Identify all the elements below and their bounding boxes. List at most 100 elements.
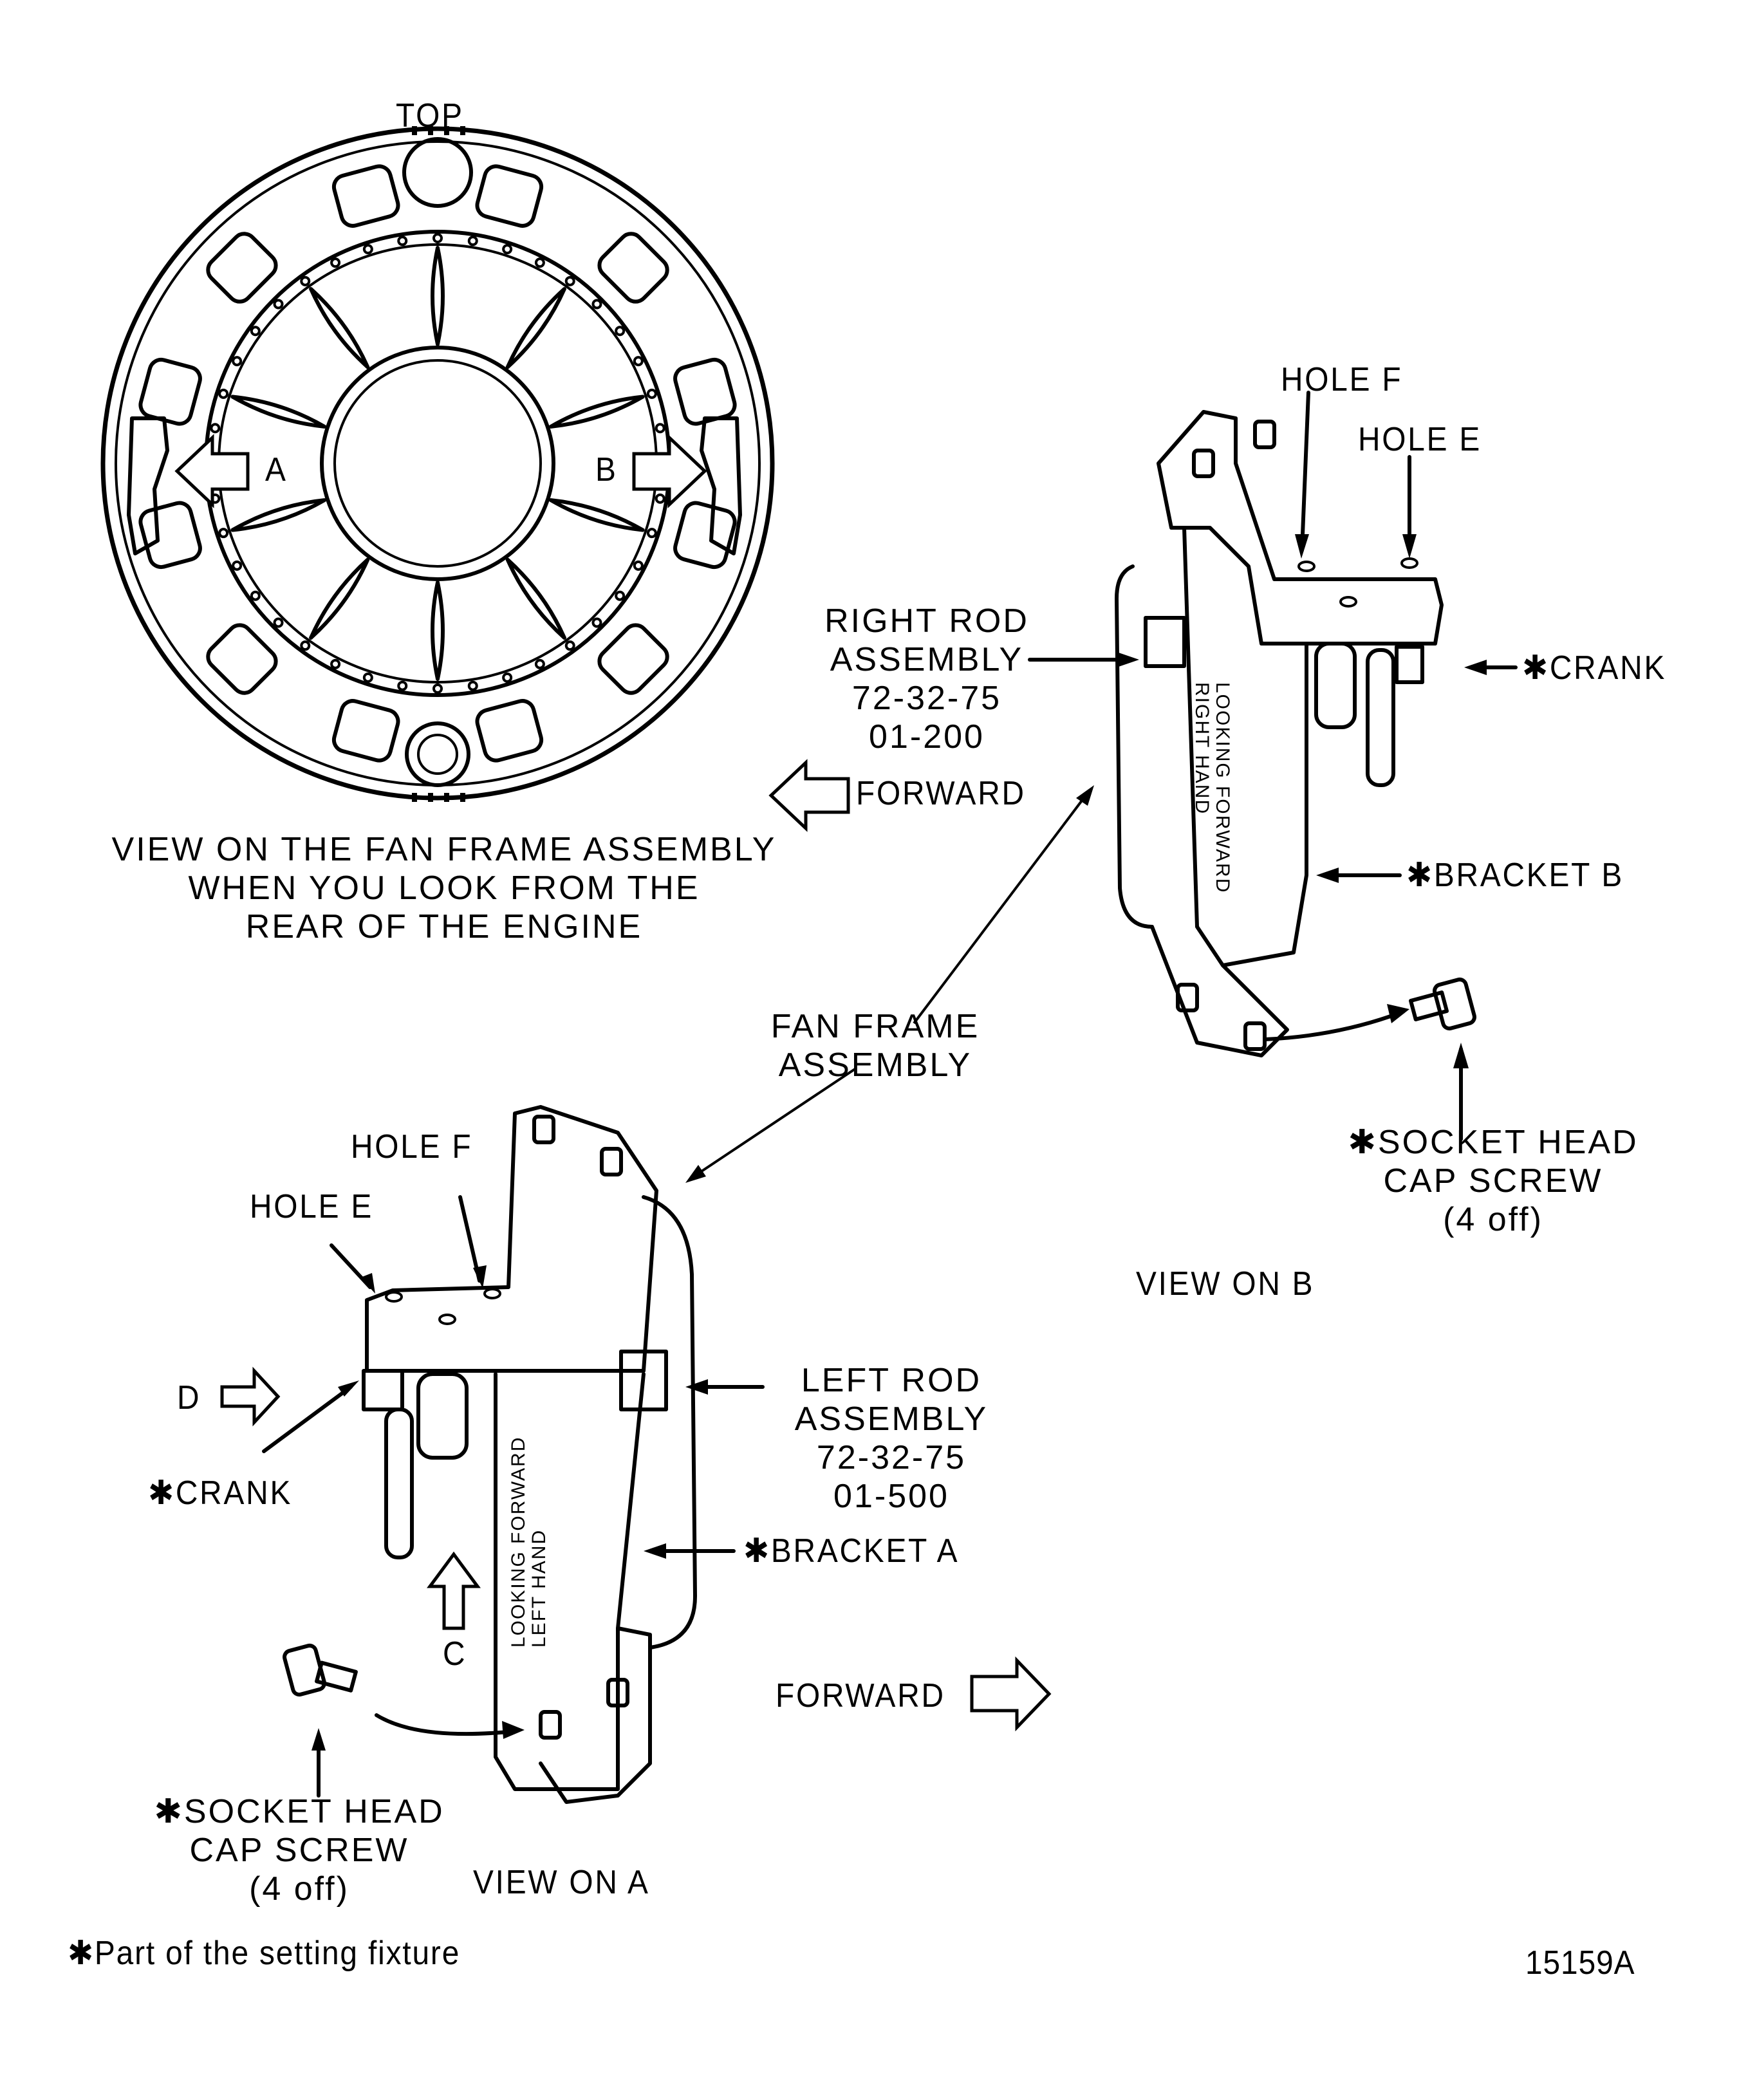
outer-panel	[331, 699, 400, 763]
forward-arrow-right	[970, 1656, 1052, 1732]
outer-panel	[673, 501, 737, 570]
strut	[505, 286, 566, 369]
hole-f-b-label: HOLE F	[1281, 361, 1403, 398]
outer-panel	[206, 232, 278, 304]
outer-panel	[331, 164, 400, 228]
fan-frame-leader-lower	[691, 1067, 857, 1179]
star-marker: ✱	[1406, 857, 1434, 894]
engraving-line: LOOKING FORWARD	[1212, 682, 1233, 894]
view-a-arrow-label: A	[265, 451, 288, 488]
outer-panel	[673, 357, 737, 426]
socket-head-cap-screw-a	[283, 1643, 358, 1697]
bolt-hole	[655, 423, 665, 434]
view-b-arrow-label: B	[595, 451, 618, 488]
fan-frame-outer-panels	[138, 164, 737, 763]
right-rod-line: RIGHT ROD	[824, 602, 1029, 640]
bolt-hole	[467, 236, 478, 246]
view-c-arrow	[427, 1551, 481, 1630]
bolt-hole	[615, 326, 626, 337]
hole-f-b-leader	[1300, 391, 1310, 552]
left-rod-line: 72-32-75	[816, 1439, 967, 1476]
star-marker: ✱	[148, 1474, 176, 1512]
bolt-hole	[633, 356, 644, 367]
outer-panel	[206, 623, 278, 695]
fan-frame-caption-line: WHEN YOU LOOK FROM THE	[188, 869, 700, 907]
hole-e-a-label: HOLE E	[250, 1188, 374, 1225]
bracket-a-small	[127, 416, 169, 555]
outer-panel	[138, 357, 202, 426]
outer-panel	[597, 232, 669, 304]
bolt-hole	[534, 257, 545, 268]
outer-panel	[475, 164, 544, 228]
fan-frame-drawing	[100, 126, 775, 802]
bolt-hole	[218, 388, 229, 399]
right-rod-line: 72-32-75	[851, 680, 1002, 717]
bolt-hole	[330, 257, 341, 268]
fan-frame-struts	[230, 246, 645, 681]
bolt-hole	[250, 326, 261, 337]
bolt-hole	[432, 233, 443, 243]
star-marker: ✱	[1348, 1124, 1378, 1161]
view-b-arrow	[632, 434, 707, 508]
bolt-hole	[615, 590, 626, 601]
star-marker: ✱	[154, 1793, 184, 1830]
bolt-hole	[397, 680, 408, 691]
bolt-hole	[591, 617, 602, 628]
bracket-a-label: ✱BRACKET A	[743, 1532, 959, 1570]
screw-a-fit-arrow	[375, 1713, 517, 1736]
screw-b-text: SOCKET HEAD	[1377, 1124, 1639, 1161]
star-marker: ✱	[68, 1935, 95, 1972]
bolt-hole	[655, 493, 665, 504]
socket-head-cap-screw-b	[1408, 977, 1476, 1031]
bolt-hole	[273, 617, 284, 628]
bolt-hole	[646, 388, 657, 399]
bolt-hole	[646, 528, 657, 539]
strut	[431, 246, 445, 346]
crank-a-text: CRANK	[175, 1474, 293, 1512]
crank-a-leader	[262, 1385, 353, 1453]
strut	[309, 286, 370, 369]
forward-label-upper: FORWARD	[856, 775, 1026, 812]
outer-panel	[138, 501, 202, 570]
strut	[431, 581, 445, 681]
bolt-hole	[218, 528, 229, 539]
view-d-arrow	[220, 1366, 281, 1427]
bolt-hole	[273, 299, 284, 310]
outer-panel	[597, 623, 669, 695]
star-marker: ✱	[743, 1532, 771, 1570]
hole-e-b-label: HOLE E	[1358, 421, 1482, 458]
screw-a-line: (4 off)	[249, 1870, 349, 1908]
star-marker: ✱	[1522, 649, 1550, 687]
left-rod-assembly-label: LEFT ROD ASSEMBLY 72-32-75 01-500	[756, 1361, 1027, 1516]
view-b-drawing	[1115, 410, 1444, 1057]
fan-frame-caption-line: REAR OF THE ENGINE	[245, 908, 643, 945]
crank-b-label: ✱CRANK	[1522, 649, 1666, 687]
fan-frame-leader-upper	[913, 792, 1089, 1025]
screw-b-fit-arrow	[1263, 1010, 1405, 1041]
bolt-hole	[564, 275, 575, 286]
bolt-hole	[564, 640, 575, 651]
bolt-hole	[591, 299, 602, 310]
view-a-arrow	[174, 434, 250, 508]
hole-f-a-label: HOLE F	[351, 1128, 473, 1166]
bolt-hole	[232, 560, 243, 571]
fan-frame-line: FAN FRAME	[770, 1008, 980, 1045]
view-a-title: VIEW ON A	[473, 1864, 650, 1901]
crank-b-text: CRANK	[1549, 649, 1667, 687]
view-d-arrow-label: D	[177, 1379, 201, 1417]
bracket-b-small	[700, 416, 742, 555]
fan-frame-caption-line: VIEW ON THE FAN FRAME ASSEMBLY	[111, 831, 777, 868]
top-label: TOP	[396, 97, 464, 135]
fan-frame-line: ASSEMBLY	[778, 1046, 972, 1084]
socket-head-cap-screw-b-label: ✱SOCKET HEAD CAP SCREW (4 off)	[1313, 1123, 1673, 1239]
figure-id: 15159A	[1525, 1944, 1635, 1982]
bolt-hole	[534, 658, 545, 669]
bolt-hole	[330, 658, 341, 669]
hole-f-a-leader	[458, 1195, 481, 1283]
bolt-hole	[432, 683, 443, 694]
bolt-hole	[300, 275, 311, 286]
left-rod-line: ASSEMBLY	[794, 1400, 989, 1438]
bolt-hole	[362, 244, 373, 255]
bracket-b-engraving: LOOKING FORWARD RIGHT HAND	[1191, 682, 1233, 894]
